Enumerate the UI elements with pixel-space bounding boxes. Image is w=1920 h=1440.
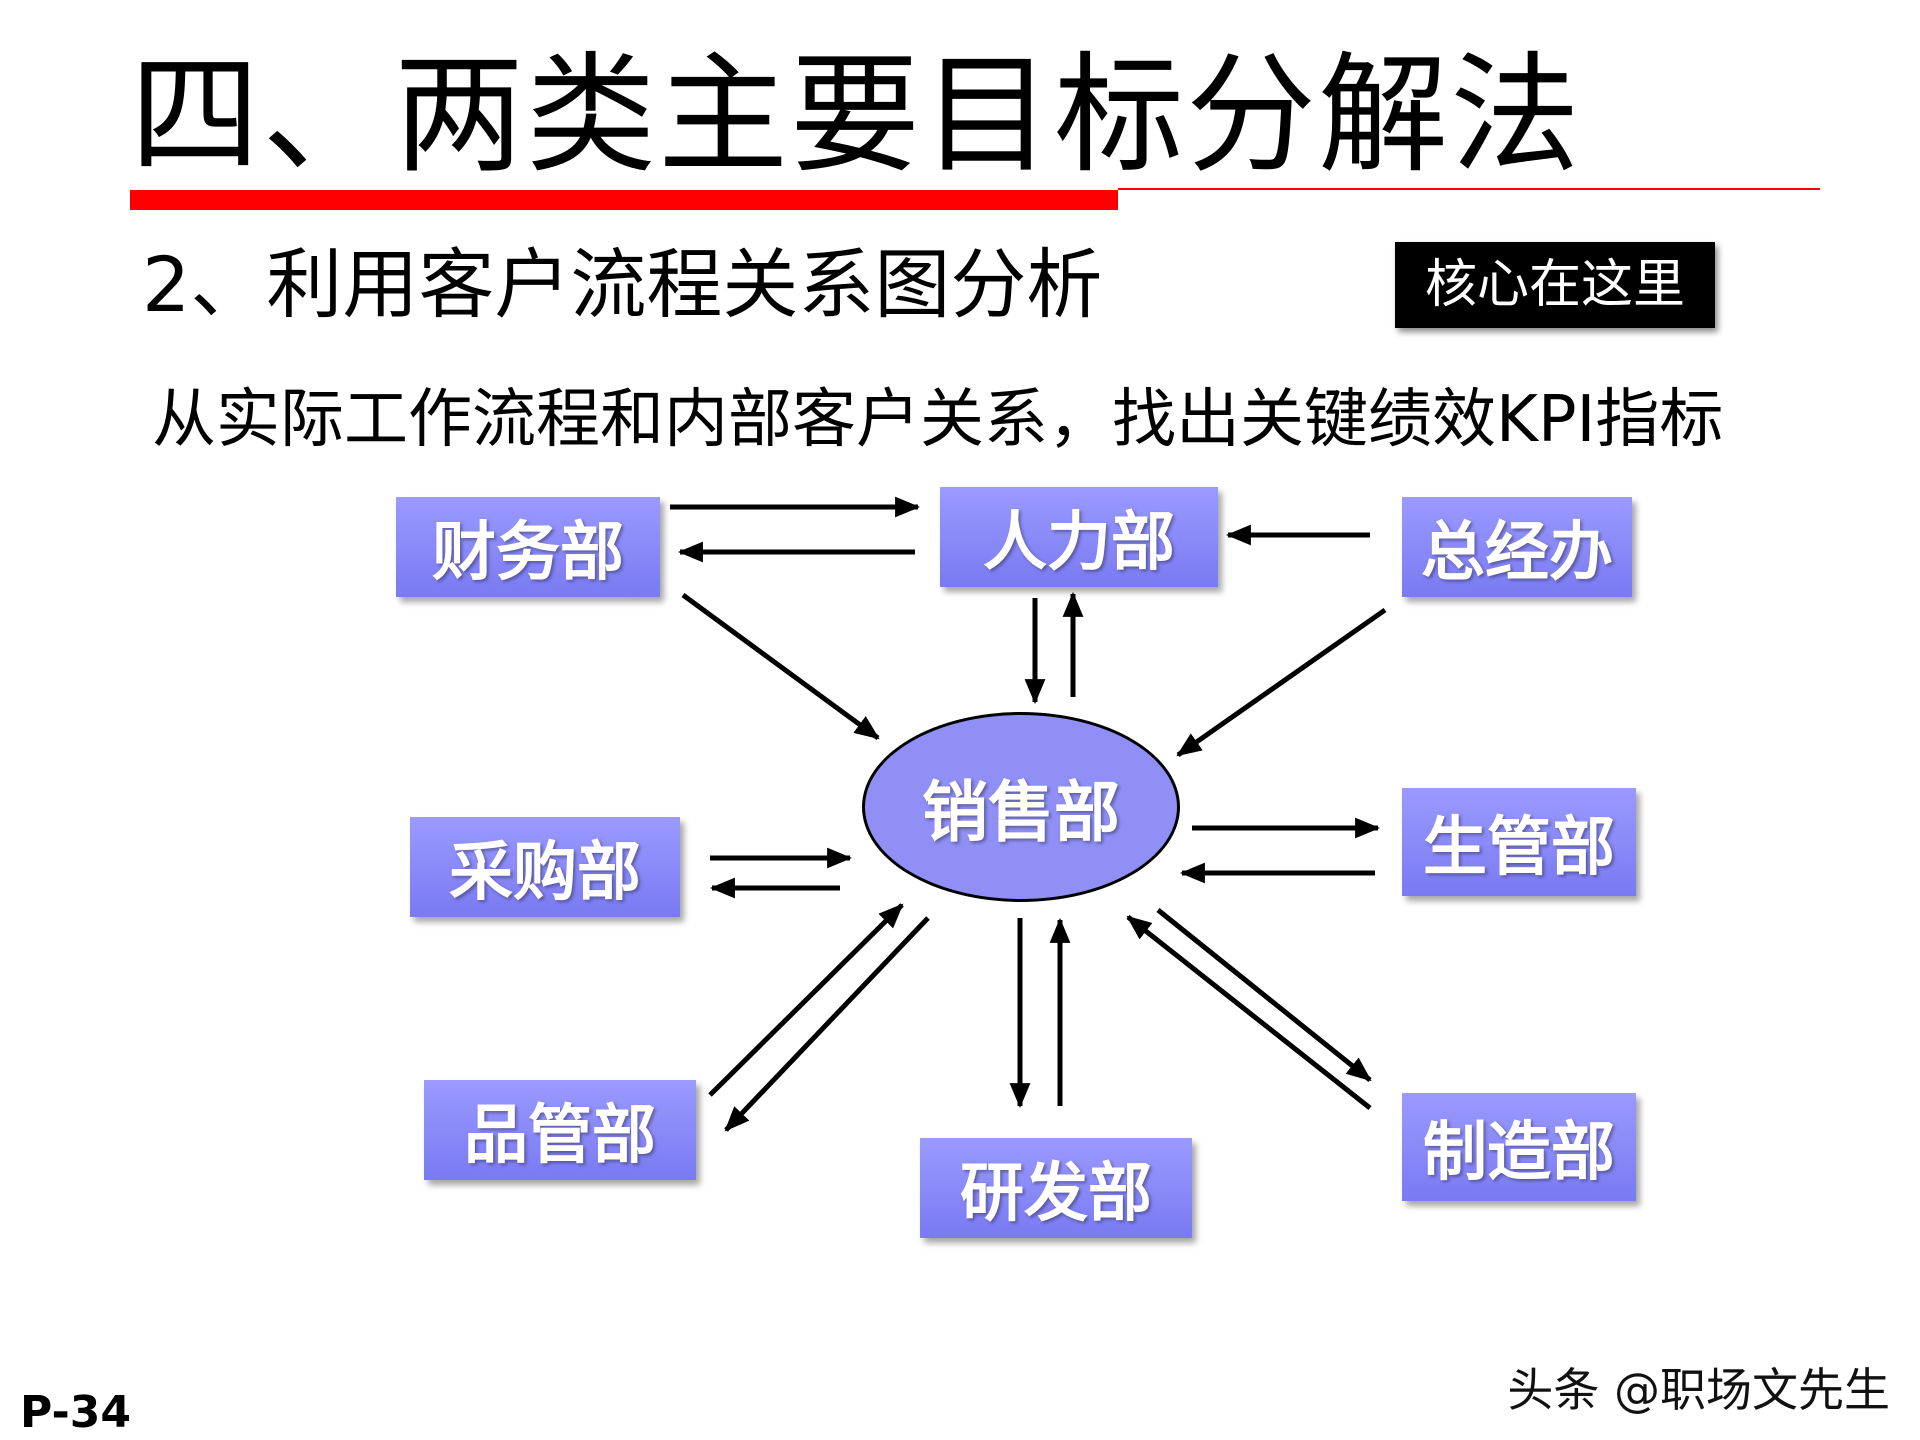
- arrow-quality-to-sales: [708, 903, 904, 1097]
- arrow-sales-to-quality: [724, 916, 930, 1132]
- highlight-badge: 核心在这里: [1395, 242, 1715, 328]
- node-quality: 品管部: [424, 1080, 696, 1180]
- description-text: 从实际工作流程和内部客户关系，找出关键绩效KPI指标: [152, 383, 1724, 457]
- arrow-finance-to-sales: [681, 592, 880, 741]
- node-finance: 财务部: [396, 497, 660, 597]
- node-manufacturing: 制造部: [1402, 1093, 1636, 1201]
- slide-title: 四、两类主要目标分解法: [130, 39, 1583, 191]
- node-rnd: 研发部: [920, 1138, 1192, 1238]
- page-number: P-34: [20, 1387, 131, 1438]
- node-purchasing: 采购部: [410, 817, 680, 917]
- section-subtitle: 2、利用客户流程关系图分析: [142, 240, 1103, 329]
- node-production-mgmt: 生管部: [1402, 788, 1636, 896]
- node-gm: 总经办: [1402, 497, 1632, 597]
- arrow-manufacturing-to-sales: [1126, 915, 1372, 1110]
- watermark: 头条 @职场文先生: [1507, 1363, 1890, 1417]
- arrow-sales-to-manufacturing: [1156, 908, 1372, 1082]
- title-underline-thin: [1118, 188, 1820, 190]
- arrow-gm-to-sales: [1176, 607, 1387, 758]
- node-hr: 人力部: [940, 487, 1218, 587]
- title-underline-thick: [130, 190, 1118, 210]
- node-sales-center: 销售部: [862, 712, 1180, 902]
